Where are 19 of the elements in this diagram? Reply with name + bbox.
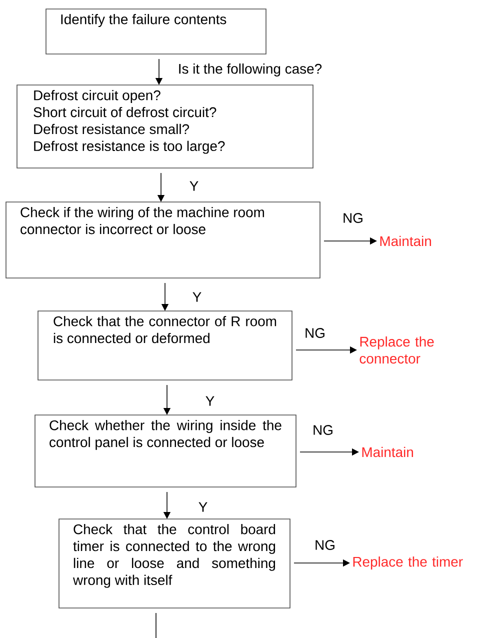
edge-label: NG: [304, 327, 326, 339]
result-text: Maintain: [380, 236, 431, 246]
edge-label: Y: [204, 395, 216, 407]
edge-label: NG: [342, 212, 364, 224]
process-box: Check if the wiring of the machine room connector is incorrect or loose: [6, 202, 320, 278]
process-box: Check whether the wiring inside the control panel is connected or loose: [34, 414, 296, 488]
edge-label: NG: [314, 539, 336, 551]
edge-label: Y: [197, 501, 209, 513]
edge-label: NG: [312, 424, 334, 436]
edge-label: Is it the following case?: [176, 62, 324, 78]
result-text: Replace the connector: [360, 336, 434, 364]
process-box: Check that the control board timer is connected to the wrong line or loose and something wrong with itself: [58, 518, 290, 608]
edge-label: Y: [191, 291, 203, 303]
process-box: Identify the failure contents: [46, 8, 266, 54]
edge-label: Y: [188, 180, 200, 192]
result-text: Maintain: [362, 446, 413, 458]
process-box: Defrost circuit open? Short circuit of defrost circuit? Defrost resistance small? Defrost resistance is too large?: [16, 84, 314, 168]
process-box: Check that the connector of R room is connected or deformed: [38, 310, 292, 380]
result-text: Replace the timer: [353, 556, 463, 570]
